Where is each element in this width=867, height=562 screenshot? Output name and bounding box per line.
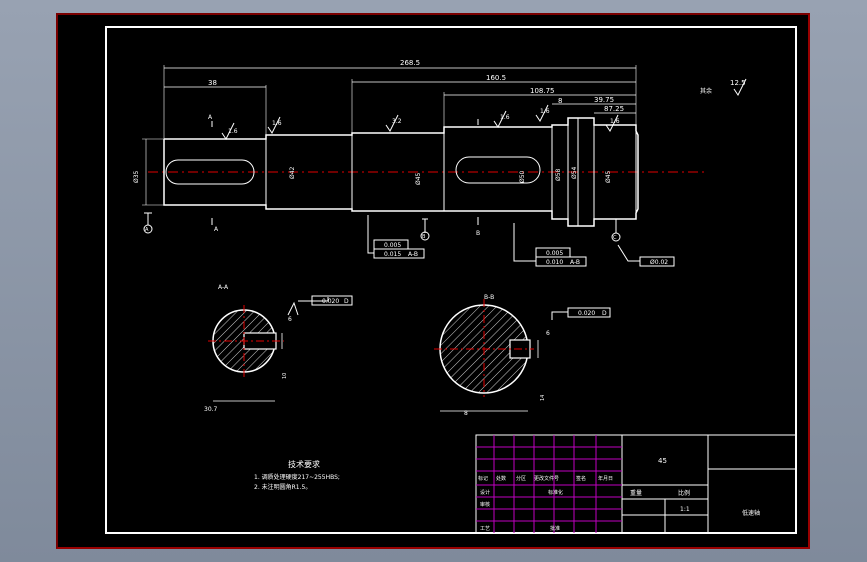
rough-1: 1.6 [228, 128, 238, 135]
roughness-icon [493, 110, 507, 128]
tol-2-ref: A-B [408, 251, 418, 258]
dim-d3: 8 [558, 97, 562, 105]
tol-1: 0.005 [384, 242, 401, 249]
tol-3: 0.005 [546, 250, 563, 257]
sym-1-ref: D [344, 298, 349, 305]
sec-b-bottom: B [476, 230, 480, 237]
dim-d5: 87.25 [604, 105, 624, 113]
section-bb-key: 6 [546, 330, 550, 337]
rough-4: 1.6 [500, 114, 510, 121]
dia-left: Ø35 [133, 170, 140, 183]
tb-part-name: 低速轴 [742, 509, 760, 517]
rough-general: 12.5 [730, 79, 746, 87]
tolerance-frames [367, 215, 675, 267]
section-bb-width: 8 [464, 410, 468, 417]
datum-b: B [422, 234, 426, 240]
drawing-svg: 268.5 38 160.5 108.75 8 39.75 87.25 Ø35 … [105, 26, 797, 534]
notes-line-1: 1. 调质处理硬度217~255HBS; [254, 473, 340, 481]
roughness-icon [267, 116, 281, 134]
tb-doc: 更改文件号 [534, 475, 559, 482]
notes-title: 技术要求 [288, 459, 320, 469]
dia-collar1: Ø58 [555, 168, 562, 181]
drawing-canvas[interactable]: 268.5 38 160.5 108.75 8 39.75 87.25 Ø35 … [56, 13, 810, 549]
sym-2-ref: D [602, 310, 607, 317]
tb-checker: 审核 [480, 501, 490, 508]
keyway-left [165, 159, 255, 185]
section-aa-key: 6 [288, 316, 292, 323]
tol-4-ref: A-B [570, 259, 580, 266]
section-bb-label: B-B [484, 294, 494, 301]
tb-designer: 设计 [480, 489, 490, 496]
section-bb-depth: 14 [540, 395, 546, 401]
section-bb [434, 299, 611, 412]
tb-zone: 分区 [516, 475, 526, 482]
section-aa-depth: 10 [282, 373, 288, 379]
dia-bearing: Ø50 [519, 170, 526, 183]
rough-6: 1.6 [610, 118, 620, 125]
rough-5: 1.6 [540, 108, 550, 115]
rough-general-prefix: 其余 [700, 87, 712, 95]
tol-4: 0.010 [546, 259, 563, 266]
tb-sign: 签名 [576, 475, 586, 482]
datum-symbols [143, 212, 621, 242]
dia-collar2: Ø54 [571, 166, 578, 179]
section-aa [208, 295, 353, 402]
section-markers [211, 119, 479, 225]
tb-scale-label: 比例 [678, 489, 690, 497]
tb-material: 45 [658, 457, 667, 465]
roughness-icon [535, 104, 549, 122]
sec-a-top: A [208, 114, 213, 121]
roughness-icon [605, 114, 619, 132]
tb-weight-label: 重量 [630, 489, 642, 497]
keyway-right [455, 156, 541, 184]
tb-count: 处数 [496, 475, 506, 482]
tol-5: Ø0.02 [650, 259, 668, 266]
roughness-icon [385, 114, 399, 132]
roughness-icon [733, 78, 747, 96]
dim-d2: 108.75 [530, 87, 555, 95]
tb-approve: 批准 [550, 525, 560, 532]
roughness-icon [221, 122, 235, 140]
dia-right: Ø45 [605, 170, 612, 183]
tb-mark: 标记 [478, 475, 488, 482]
datum-a: A [145, 227, 149, 233]
sym-2: 0.020 [578, 310, 595, 317]
sym-1: 0.020 [322, 298, 339, 305]
sec-a-bottom: A [214, 226, 219, 233]
section-aa-label: A-A [218, 284, 229, 291]
section-aa-width: 30.7 [204, 406, 218, 413]
notes-line-2: 2. 未注明圆角R1.5。 [254, 483, 311, 491]
dim-left-step: 38 [208, 79, 217, 87]
tb-craft: 工艺 [480, 526, 490, 532]
tb-scale-value: 1:1 [680, 506, 690, 513]
dim-d4: 39.75 [594, 96, 614, 104]
datum-c: C [613, 235, 617, 241]
title-block [475, 434, 797, 534]
rough-2: 1.6 [272, 120, 282, 127]
shaft-main-view [142, 65, 706, 227]
rough-3: 3.2 [392, 118, 402, 125]
tb-std: 标准化 [548, 489, 563, 496]
tol-2: 0.015 [384, 251, 401, 258]
dia-mid: Ø45 [415, 172, 422, 185]
drawing-frame [105, 26, 797, 534]
dim-d1: 160.5 [486, 74, 506, 82]
dia-shoulder: Ø42 [289, 166, 296, 179]
dim-overall: 268.5 [400, 59, 420, 67]
tb-date: 年月日 [598, 475, 613, 482]
roughness-symbols [221, 78, 747, 140]
